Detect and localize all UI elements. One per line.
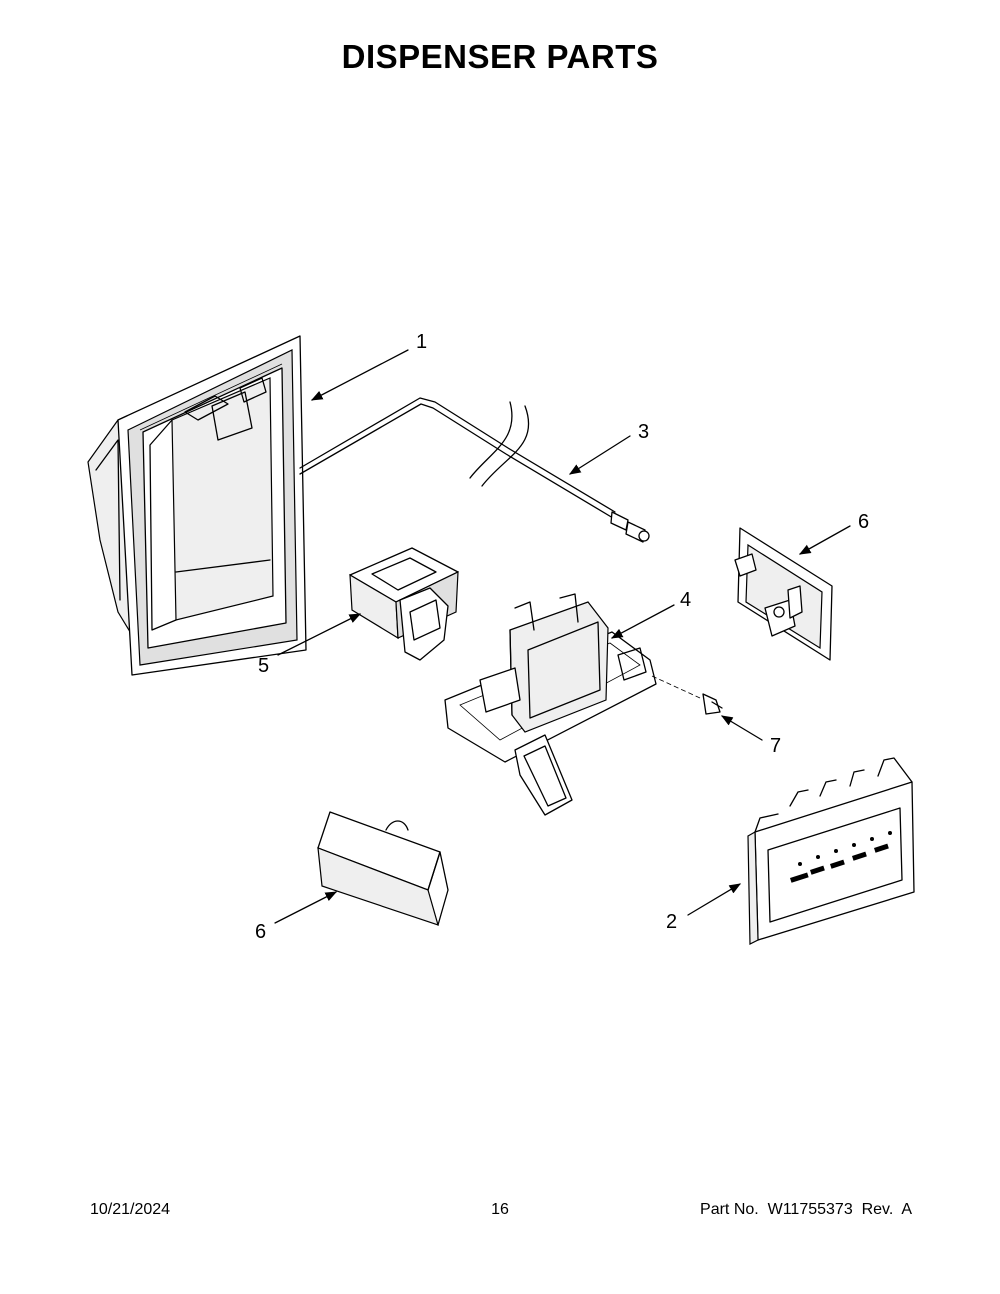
part-1-dispenser-housing	[87, 335, 307, 676]
part-5-actuator	[349, 547, 459, 661]
callout-5: 5	[258, 655, 269, 677]
callout-1: 1	[416, 331, 427, 353]
footer-part-number: Part No. W11755373 Rev. A	[700, 1201, 912, 1218]
part-4-dispenser-module	[444, 593, 657, 816]
callout-4: 4	[680, 589, 691, 611]
footer-page-number: 16	[491, 1201, 509, 1218]
part-2-control-panel	[747, 757, 915, 945]
callout-leaders	[274, 349, 851, 924]
callout-7: 7	[770, 735, 781, 757]
callout-2: 2	[666, 911, 677, 933]
callout-3: 3	[638, 421, 649, 443]
part-3-water-tube	[299, 397, 650, 543]
part-6-flap-lower	[317, 811, 449, 926]
callout-6a: 6	[858, 511, 869, 533]
part-7-screw	[651, 675, 723, 715]
footer-date: 10/21/2024	[90, 1201, 171, 1218]
callout-6b: 6	[255, 921, 266, 943]
page-title: DISPENSER PARTS	[341, 38, 659, 75]
part-6-ice-door-upper	[734, 527, 833, 661]
